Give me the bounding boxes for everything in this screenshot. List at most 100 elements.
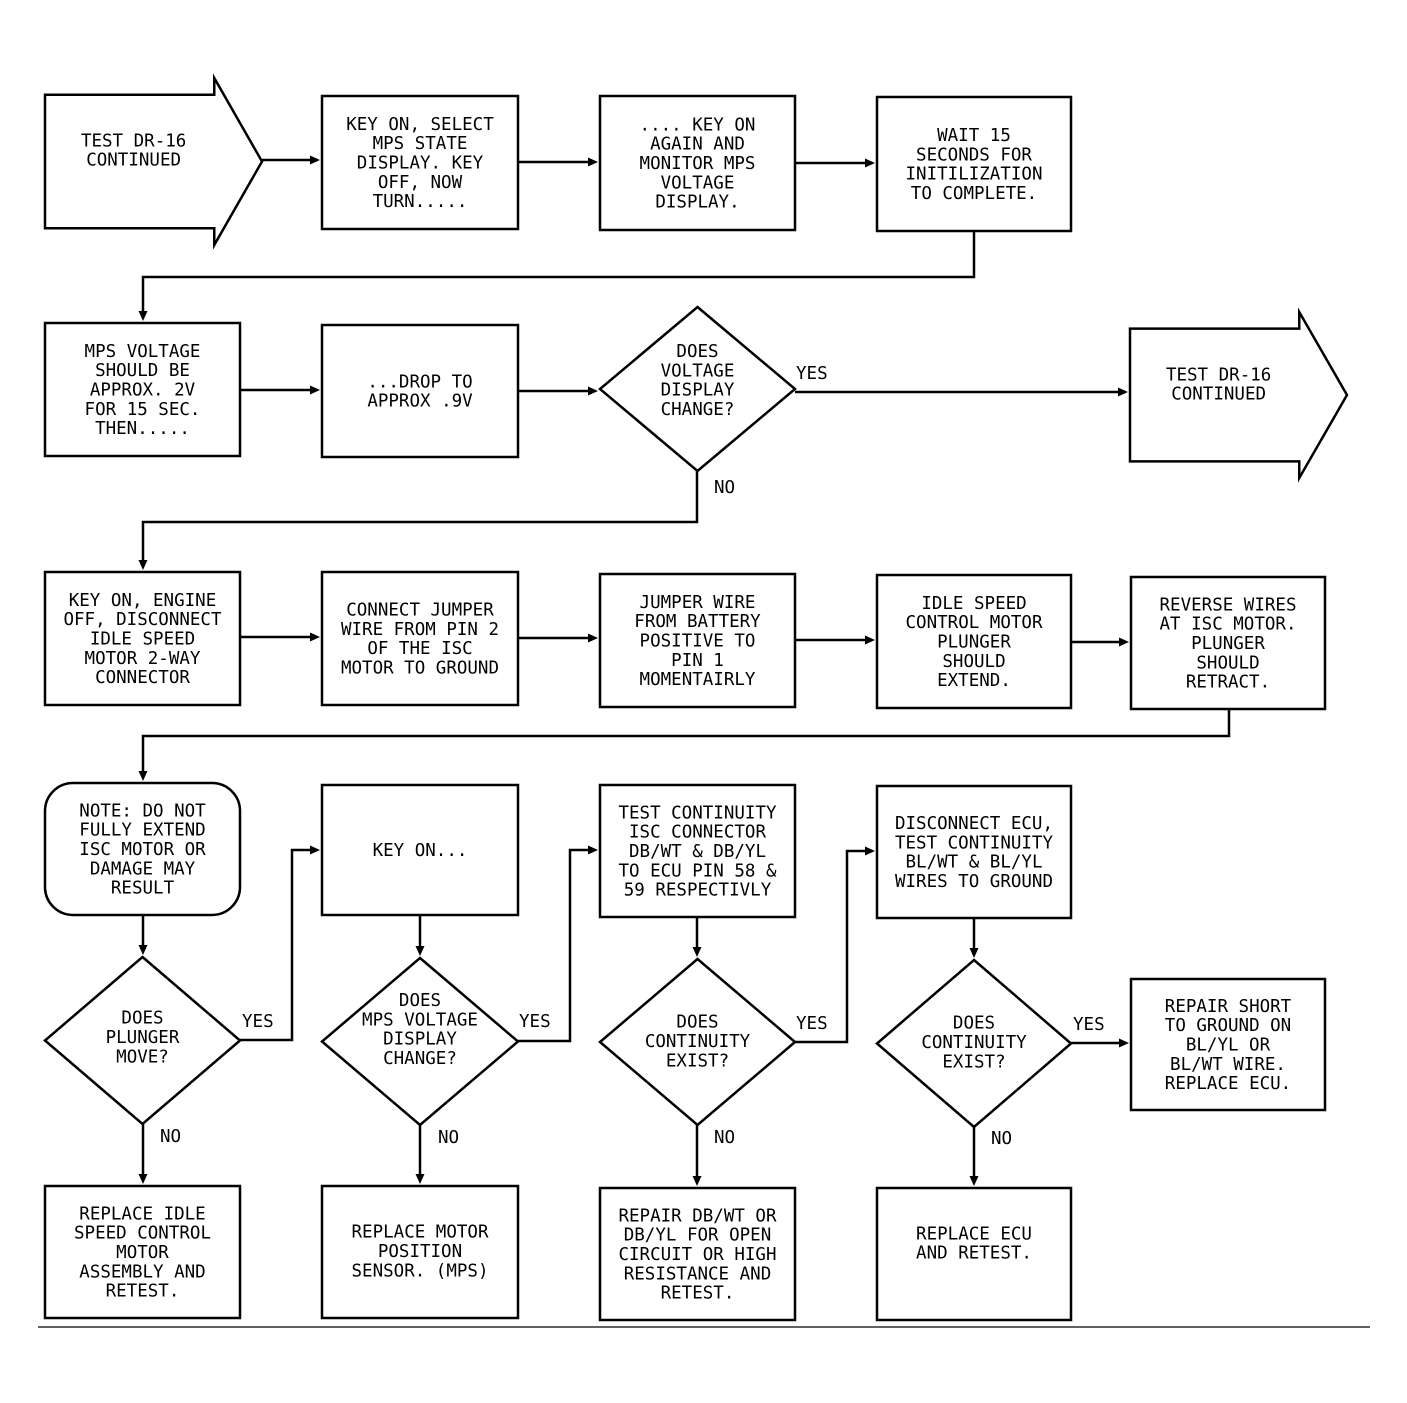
node-text-line: DOES xyxy=(676,1013,718,1033)
edge-line xyxy=(141,709,1231,772)
node-text-line: ASSEMBLY AND xyxy=(79,1262,205,1282)
arrowhead xyxy=(969,1176,979,1186)
arrowhead xyxy=(1119,1038,1129,1048)
edge-label-yes: YES xyxy=(796,1014,828,1034)
node-text-line: REPLACE IDLE xyxy=(79,1204,205,1224)
node-text-line: TEST CONTINUITY xyxy=(618,803,777,823)
connector-arrow-shape xyxy=(1128,307,1349,483)
node-text-line: SECONDS FOR xyxy=(916,145,1032,165)
arrowhead xyxy=(588,157,598,167)
node-text-line: TURN..... xyxy=(373,192,468,212)
process-box xyxy=(875,784,1073,920)
arrowhead xyxy=(865,158,875,168)
node-text-line: TEST CONTINUITY xyxy=(895,833,1054,853)
edge-plunger-extend-to-reverse-wires xyxy=(1071,637,1129,647)
node-text-line: DISCONNECT ECU, xyxy=(895,814,1053,834)
edge-voltage-change-q-to-continued-out xyxy=(795,387,1128,397)
node-text-line: REVERSE WIRES xyxy=(1160,595,1297,615)
node-text-line: CONTINUITY xyxy=(921,1033,1027,1053)
edge-reverse-wires-to-note xyxy=(138,709,1231,781)
node-text-line: TO GROUND ON xyxy=(1165,1016,1291,1036)
edge-key-on-select-to-key-on-again xyxy=(518,157,598,167)
node-text-line: SPEED CONTROL xyxy=(74,1224,211,1244)
node-text-line: MONITOR MPS xyxy=(640,154,756,174)
process-box xyxy=(320,783,520,917)
decision-diamond xyxy=(598,305,797,473)
node-text-line: MOMENTAIRLY xyxy=(640,670,756,690)
node-text-line: DOES xyxy=(399,991,441,1011)
node-text-line: ISC MOTOR OR xyxy=(79,840,206,860)
node-text-line: DOES xyxy=(121,1009,163,1029)
node-text-line: DISPLAY. xyxy=(655,193,739,213)
node-text-line: MOTOR xyxy=(116,1243,169,1263)
arrowhead xyxy=(1118,387,1128,397)
node-text-line: PLUNGER xyxy=(937,633,1011,653)
edge-label-no: NO xyxy=(438,1128,459,1148)
node-text-line: MOTOR 2-WAY xyxy=(85,649,201,669)
node-text-line: DOES xyxy=(676,342,718,362)
node-text-line: DISPLAY xyxy=(661,381,735,401)
process-box xyxy=(1129,575,1327,711)
edge-label-yes: YES xyxy=(1073,1015,1105,1035)
node-text-line: CONNECTOR xyxy=(95,668,190,688)
arrowhead xyxy=(1119,637,1129,647)
node-text-line: INITILIZATION xyxy=(906,165,1043,185)
arrowhead xyxy=(310,632,320,642)
node-text-line: KEY ON... xyxy=(373,841,468,861)
node-text-line: REPLACE ECU xyxy=(916,1224,1032,1244)
edge-line xyxy=(141,231,976,312)
node-text-line: PIN 1 xyxy=(671,651,724,671)
node-text-line: EXIST? xyxy=(666,1051,729,1071)
arrowhead xyxy=(588,386,598,396)
node-text-line: REPAIR DB/WT OR xyxy=(618,1206,777,1226)
edge-line xyxy=(141,471,699,561)
arrowhead xyxy=(588,633,598,643)
node-text-line: AT ISC MOTOR. xyxy=(1160,615,1297,635)
edge-plunger-move-q-to-key-on-dots xyxy=(240,845,320,1042)
node-text-line: APPROX .9V xyxy=(367,392,473,412)
node-text-line: VOLTAGE xyxy=(661,173,735,193)
node-text-line: RETEST. xyxy=(661,1284,735,1304)
node-text-line: ...DROP TO xyxy=(367,372,472,392)
node-text-line: THEN..... xyxy=(95,419,190,439)
node-text-line: TEST DR-16 xyxy=(81,131,186,151)
edge-key-on-again-to-wait-15 xyxy=(795,158,875,168)
node-text-line: MPS STATE xyxy=(373,134,468,154)
node-text-line: JUMPER WIRE xyxy=(640,593,756,613)
edge-test-continuity-isc-to-continuity-q1 xyxy=(692,917,702,957)
node-text-line: MOVE? xyxy=(116,1047,169,1067)
node-key-on-dots: KEY ON... xyxy=(320,783,520,917)
process-box xyxy=(598,1186,797,1322)
node-text-line: CONNECT JUMPER xyxy=(346,601,494,621)
node-text-line: POSITION xyxy=(378,1242,462,1262)
node-text-line: TO COMPLETE. xyxy=(911,184,1037,204)
arrowhead xyxy=(138,1174,148,1184)
node-text-line: MPS VOLTAGE xyxy=(85,342,201,362)
edge-plunger-move-q-to-replace-isc xyxy=(138,1124,148,1184)
arrowhead xyxy=(692,1176,702,1186)
node-text-line: PLUNGER xyxy=(106,1028,180,1048)
node-text-line: CONTINUITY xyxy=(645,1032,751,1052)
node-text-line: WIRES TO GROUND xyxy=(895,872,1053,892)
node-text-line: SHOULD xyxy=(1196,653,1259,673)
node-text-line: POSITIVE TO xyxy=(640,632,756,652)
edge-line xyxy=(240,848,311,1042)
process-box xyxy=(320,323,520,459)
node-text-line: BL/WT WIRE. xyxy=(1170,1055,1286,1075)
node-text-line: BL/WT & BL/YL xyxy=(906,853,1043,873)
edge-mps-approx-2v-to-drop-to-9v xyxy=(240,385,320,395)
node-text-line: CONTROL MOTOR xyxy=(906,613,1043,633)
